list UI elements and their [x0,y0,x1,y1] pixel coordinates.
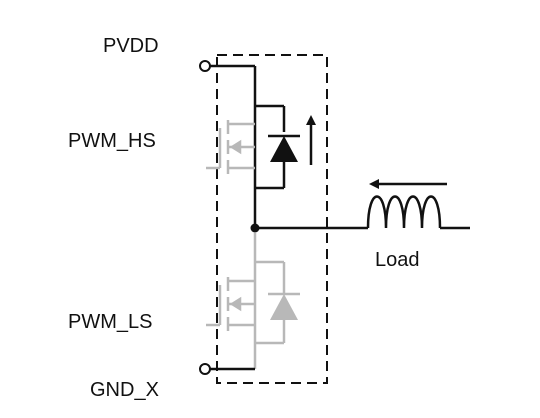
switch-node-dot [250,223,260,233]
low-side-mosfet [206,277,255,331]
pwm-ls-label: PWM_LS [68,311,152,333]
load-inductor [366,195,442,229]
low-side-path [253,233,286,369]
switch-block-boundary [216,54,328,384]
gnd-label: GND_X [90,379,159,401]
low-side-diode [268,292,300,320]
pvdd-label: PVDD [103,35,159,57]
high-side-diode [268,134,300,162]
pvdd-terminal [199,60,211,72]
pwm-hs-label: PWM_HS [68,130,156,152]
gnd-terminal [199,363,211,375]
high-side-mosfet [206,120,255,174]
load-label: Load [375,249,420,271]
